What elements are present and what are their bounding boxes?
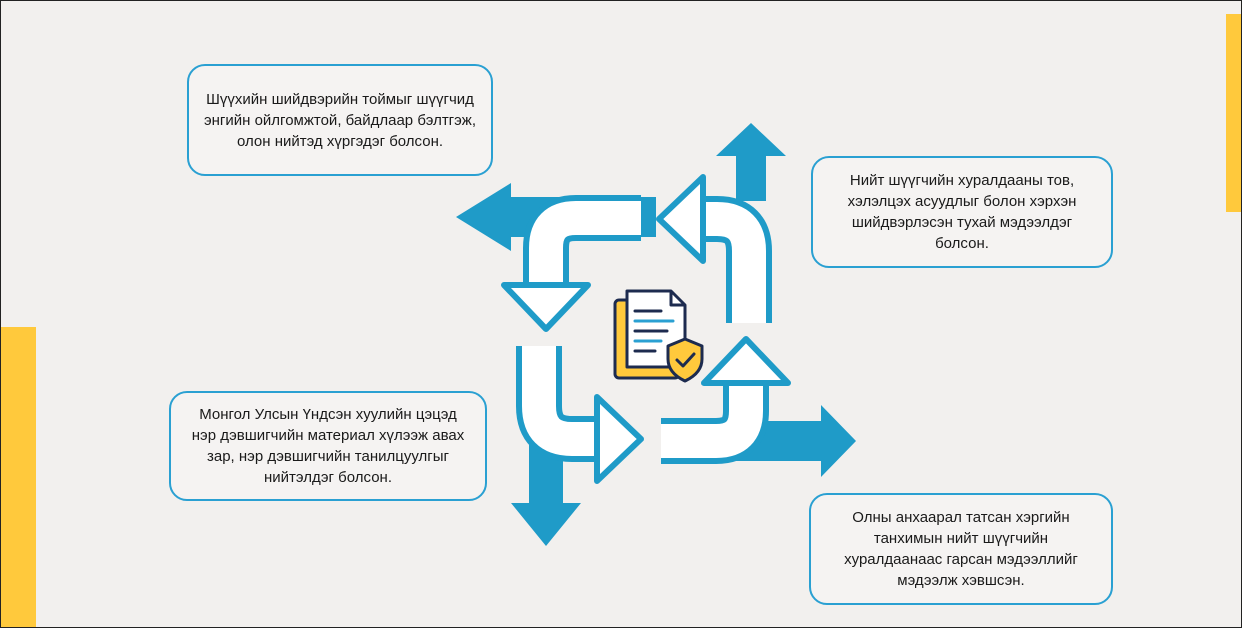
info-box-top-right-text: Нийт шүүгчийн хуралдааны тов, хэлэлцэх а…	[847, 172, 1077, 252]
curved-arrow-top-left	[501, 195, 641, 332]
info-box-top-left: Шүүхийн шийдвэрийн тоймыг шүүгчид энгийн…	[187, 64, 493, 176]
info-box-bottom-left: Монгол Улсын Үндсэн хуулийн цэцэд нэр дэ…	[169, 391, 487, 501]
curved-arrow-bottom-right	[661, 336, 791, 464]
blue-arrow-down	[511, 421, 581, 546]
info-box-bottom-left-text: Монгол Улсын Үндсэн хуулийн цэцэд нэр дэ…	[191, 406, 465, 486]
curved-arrow-bottom-left	[516, 346, 644, 484]
info-box-top-right: Нийт шүүгчийн хуралдааны тов, хэлэлцэх а…	[811, 156, 1113, 268]
accent-bar-right	[1226, 14, 1241, 212]
info-box-top-left-text: Шүүхийн шийдвэрийн тоймыг шүүгчид энгийн…	[203, 90, 477, 150]
accent-bar-left	[1, 327, 36, 627]
info-box-bottom-right-text: Олны анхаарал татсан хэргийн танхимын ни…	[844, 509, 1078, 589]
blue-arrow-up	[716, 123, 786, 201]
curved-arrow-top-right	[656, 174, 772, 323]
info-box-bottom-right: Олны анхаарал татсан хэргийн танхимын ни…	[809, 493, 1113, 605]
document-shield-check-icon	[613, 289, 704, 383]
